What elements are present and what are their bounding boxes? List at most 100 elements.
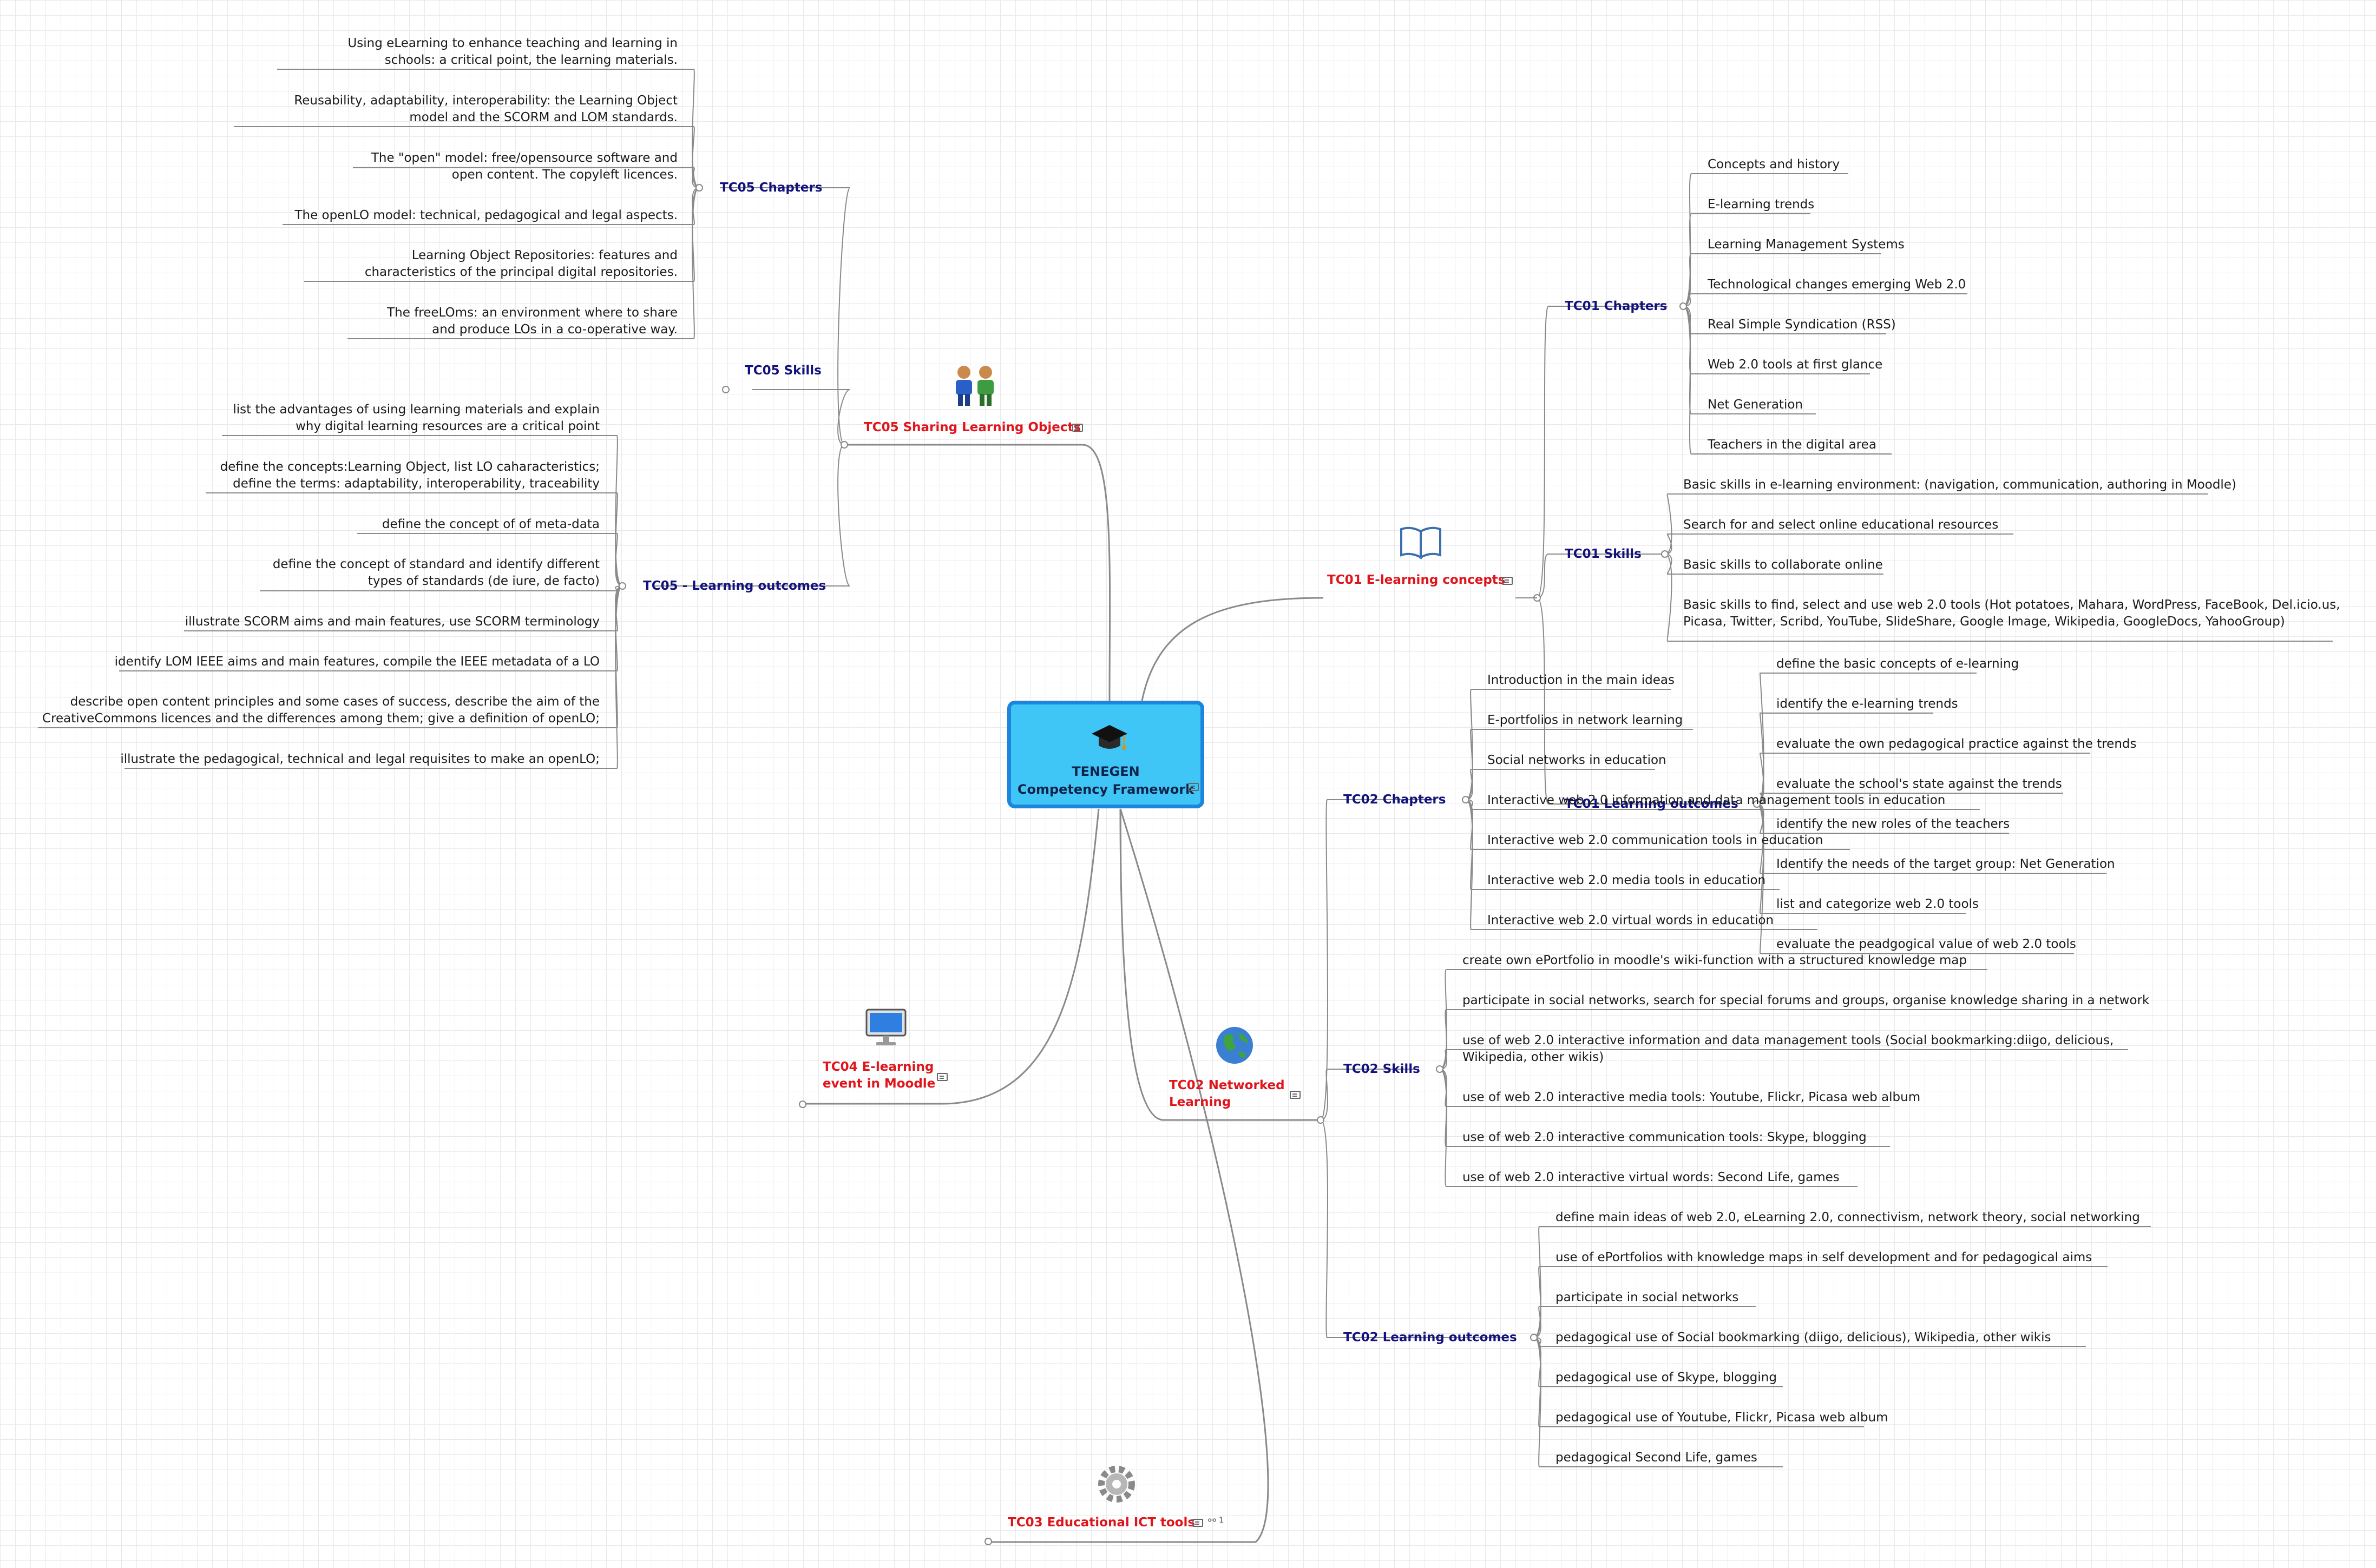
list-item[interactable]: use of web 2.0 interactive communication… — [1462, 1130, 1867, 1144]
list-item[interactable]: pedagogical use of Social bookmarking (d… — [1555, 1330, 2051, 1345]
branch-node[interactable] — [1753, 800, 1761, 808]
list-item[interactable]: Social networks in education — [1487, 753, 1666, 767]
list-item[interactable]: illustrate SCORM aims and main features,… — [185, 615, 600, 629]
connector-line — [655, 444, 850, 587]
tc02-chapters[interactable]: TC02 Chapters — [1343, 793, 1446, 807]
branch-node[interactable] — [1661, 550, 1669, 558]
list-item[interactable]: Learning Management Systems — [1708, 238, 1905, 252]
list-item[interactable]: Concepts and history — [1708, 157, 1840, 172]
link-icon[interactable]: ⚯ — [1208, 1515, 1217, 1526]
note-icon[interactable] — [1072, 424, 1083, 432]
list-item[interactable]: define the concept of of meta-data — [382, 517, 600, 531]
note-icon[interactable] — [1502, 577, 1513, 585]
list-item[interactable]: Using eLearning to enhance teaching and … — [347, 36, 678, 67]
list-item[interactable]: describe open content principles and som… — [42, 695, 600, 726]
list-item[interactable]: pedagogical use of Youtube, Flickr, Pica… — [1555, 1411, 1888, 1425]
list-item[interactable]: pedagogical Second Life, games — [1555, 1451, 1757, 1465]
list-item[interactable]: Learning Object Repositories: features a… — [364, 248, 678, 279]
list-item[interactable]: create own ePortfolio in moodle's wiki-f… — [1462, 953, 1967, 967]
tc01-learning-outcomes[interactable]: TC01 Learning outcomes — [1565, 797, 1738, 811]
list-item[interactable]: E-portfolios in network learning — [1487, 713, 1683, 727]
branch-node[interactable] — [695, 184, 703, 192]
list-item[interactable]: Search for and select online educational… — [1683, 518, 1999, 532]
people-icon — [956, 366, 994, 406]
topic-tc02[interactable]: TC02 Networked Learning — [1169, 1078, 1285, 1109]
tc05-chapters[interactable]: TC05 Chapters — [720, 181, 823, 195]
connector-line — [752, 389, 850, 445]
list-item[interactable]: Interactive web 2.0 information and data… — [1487, 793, 1946, 807]
collapse-handle[interactable] — [799, 1101, 806, 1108]
tc02-skills[interactable]: TC02 Skills — [1343, 1062, 1420, 1076]
note-icon[interactable] — [1188, 783, 1199, 791]
note-icon[interactable] — [1290, 1091, 1301, 1099]
list-item[interactable]: define main ideas of web 2.0, eLearning … — [1555, 1210, 2140, 1224]
list-item[interactable]: pedagogical use of Skype, blogging — [1555, 1371, 1777, 1385]
list-item[interactable]: Basic skills to collaborate online — [1683, 558, 1883, 572]
branch-node[interactable] — [1436, 1065, 1443, 1073]
list-item[interactable]: participate in social networks — [1555, 1290, 1739, 1305]
list-item[interactable]: Net Generation — [1708, 398, 1803, 412]
tc01-skills[interactable]: TC01 Skills — [1565, 547, 1642, 561]
branch-node[interactable] — [1462, 796, 1469, 803]
note-icon[interactable] — [1192, 1519, 1203, 1527]
list-item[interactable]: Basic skills to find, select and use web… — [1683, 598, 2340, 629]
topic-tc04[interactable]: TC04 E-learning event in Moodle — [823, 1060, 936, 1091]
list-item[interactable]: Interactive web 2.0 communication tools … — [1487, 833, 1823, 847]
list-item[interactable]: define the concepts:Learning Object, lis… — [220, 460, 600, 491]
list-item[interactable]: use of web 2.0 interactive virtual words… — [1462, 1170, 1840, 1184]
branch-node[interactable] — [1317, 1116, 1324, 1124]
connector-line — [1756, 673, 1977, 805]
list-item[interactable]: Introduction in the main ideas — [1487, 673, 1675, 687]
list-item[interactable]: identify the e-learning trends — [1776, 697, 1958, 711]
list-item[interactable]: evaluate the peadgogical value of web 2.… — [1776, 937, 2076, 951]
list-item[interactable]: define the concept of standard and ident… — [272, 557, 600, 588]
collapse-handle[interactable] — [722, 386, 730, 393]
note-icon[interactable] — [937, 1073, 948, 1081]
list-item[interactable]: Web 2.0 tools at first glance — [1708, 358, 1883, 372]
connector-line — [801, 808, 1100, 1105]
connector-line — [990, 808, 1269, 1543]
branch-node[interactable] — [841, 441, 848, 449]
globe-icon — [1216, 1027, 1253, 1064]
list-item[interactable]: evaluate the school's state against the … — [1776, 777, 2062, 791]
branch-node[interactable] — [1679, 302, 1687, 310]
list-item[interactable]: Interactive web 2.0 media tools in educa… — [1487, 873, 1766, 887]
topic-tc01[interactable]: TC01 E-learning concepts — [1327, 573, 1506, 587]
list-item[interactable]: use of web 2.0 interactive information a… — [1462, 1033, 2114, 1064]
list-item[interactable]: identify the new roles of the teachers — [1776, 817, 2010, 831]
list-item[interactable]: list the advantages of using learning ma… — [233, 403, 600, 433]
connector-line — [1756, 753, 2090, 805]
tc05-skills[interactable]: TC05 Skills — [745, 364, 822, 378]
list-item[interactable]: The "open" model: free/opensource softwa… — [371, 151, 678, 182]
list-item[interactable]: E-learning trends — [1708, 197, 1815, 212]
list-item[interactable]: illustrate the pedagogical, technical an… — [120, 752, 600, 766]
branch-node[interactable] — [1530, 1334, 1538, 1341]
list-item[interactable]: Basic skills in e-learning environment: … — [1683, 478, 2236, 492]
tc01-chapters[interactable]: TC01 Chapters — [1565, 299, 1668, 313]
root-node[interactable]: TENEGEN Competency Framework — [1007, 701, 1204, 808]
topic-tc03[interactable]: TC03 Educational ICT tools — [1008, 1516, 1196, 1530]
list-item[interactable]: Interactive web 2.0 virtual words in edu… — [1487, 913, 1774, 927]
tc05-learning-outcomes[interactable]: TC05 - Learning outcomes — [643, 579, 826, 593]
connector-line — [1537, 306, 1668, 598]
list-item[interactable]: Identify the needs of the target group: … — [1776, 857, 2115, 871]
list-item[interactable]: Real Simple Syndication (RSS) — [1708, 318, 1896, 332]
list-item[interactable]: define the basic concepts of e-learning — [1776, 657, 2019, 671]
list-item[interactable]: Teachers in the digital area — [1708, 438, 1876, 452]
branch-node[interactable] — [619, 582, 626, 590]
list-item[interactable]: Reusability, adaptability, interoperabil… — [294, 94, 678, 124]
topic-tc05[interactable]: TC05 Sharing Learning Objects — [864, 420, 1081, 434]
list-item[interactable]: evaluate the own pedagogical practice ag… — [1776, 737, 2137, 751]
list-item[interactable]: list and categorize web 2.0 tools — [1776, 897, 1979, 911]
list-item[interactable]: identify LOM IEEE aims and main features… — [114, 655, 600, 669]
list-item[interactable]: use of ePortfolios with knowledge maps i… — [1555, 1250, 2092, 1264]
list-item[interactable]: participate in social networks, search f… — [1462, 993, 2150, 1007]
list-item[interactable]: use of web 2.0 interactive media tools: … — [1462, 1090, 1921, 1104]
list-item[interactable]: The openLO model: technical, pedagogical… — [294, 208, 678, 222]
tc02-learning-outcomes[interactable]: TC02 Learning outcomes — [1343, 1330, 1517, 1345]
collapse-handle[interactable] — [984, 1538, 992, 1545]
connector-line — [1465, 799, 1817, 930]
list-item[interactable]: Technological changes emerging Web 2.0 — [1708, 278, 1966, 292]
list-item[interactable]: The freeLOms: an environment where to sh… — [387, 306, 678, 337]
